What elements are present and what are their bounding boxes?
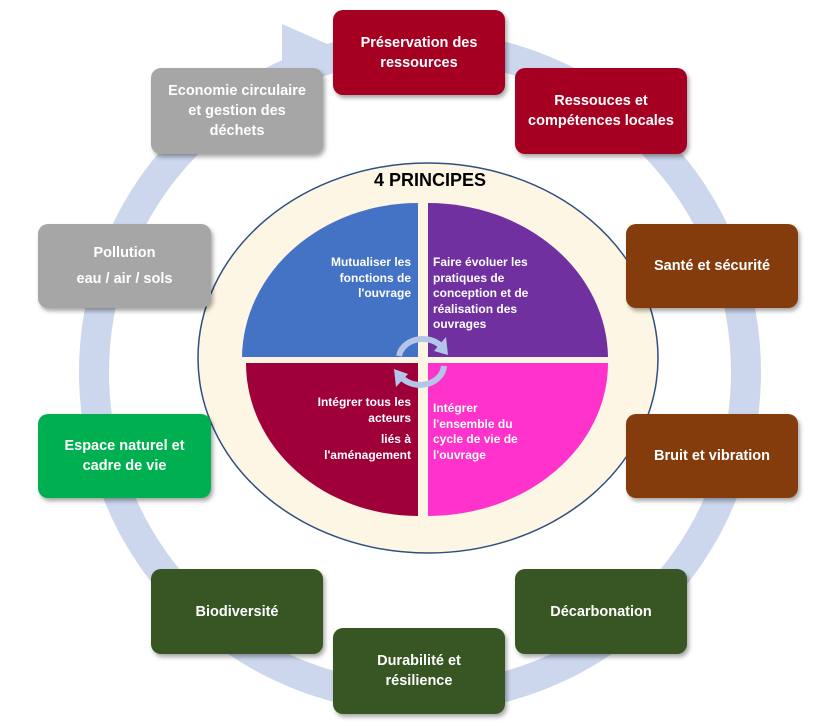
theme-bruit-line-1: Bruit et vibration — [653, 448, 770, 464]
theme-economie-line-1: Economie circulaire — [168, 83, 306, 99]
theme-economie-line-2: et gestion des — [188, 103, 286, 119]
principle-integrer-cycle-line-2: l'ensemble du — [433, 416, 513, 431]
quadrant-faire-evoluer — [428, 203, 608, 357]
center-arrowhead-bottom — [394, 369, 408, 387]
principle-integrer-cycle-line-4: l'ouvrage — [433, 447, 486, 462]
quadrant-integrer-acteurs — [246, 363, 418, 516]
theme-biodiversite-line-1: Biodiversité — [195, 603, 279, 620]
theme-espace-naturel: Espace naturel et cadre de vie — [38, 414, 211, 498]
theme-pollution-line-1: Pollution — [93, 245, 156, 261]
principle-faire-evoluer-line-3: conception et de — [433, 286, 529, 300]
theme-espace-line-1: Espace naturel et — [64, 438, 185, 454]
theme-economie-line-3: déchets — [209, 123, 265, 139]
principle-integrer-cycle-line-1: Intégrer — [433, 401, 478, 415]
theme-bruit-vibration: Bruit et vibration — [626, 414, 798, 498]
cycle-arrow-head-icon — [282, 24, 334, 70]
principle-mutualiser-text: Mutualiser les fonctions de l'ouvrage — [300, 255, 411, 302]
quadrant-integrer-cycle — [428, 363, 608, 516]
principle-mutualiser-line-3: l'ouvrage — [358, 286, 411, 300]
theme-durabilite-resilience: Durabilité et résilience — [333, 628, 505, 714]
theme-biodiversite: Biodiversité — [151, 569, 323, 654]
center-arrow-top — [396, 335, 444, 357]
theme-decarbonation: Décarbonation — [515, 569, 687, 654]
center-arrow-bottom — [399, 365, 447, 388]
theme-decarbonation-line-1: Décarbonation — [550, 603, 652, 620]
theme-pollution-line-2: eau / air / sols — [76, 271, 173, 287]
principle-integrer-acteurs-line-3: liés à — [380, 432, 411, 446]
principle-faire-evoluer-line-2: pratiques de — [433, 270, 505, 285]
theme-espace-line-2: cadre de vie — [82, 458, 167, 474]
center-cycle-arrows-icon — [394, 335, 448, 388]
principle-faire-evoluer-line-4: réalisation des — [433, 301, 518, 316]
principle-integrer-acteurs-text: Intégrer tous les acteurs liés à l'aména… — [290, 395, 411, 463]
principle-integrer-acteurs-line-4: l'aménagement — [324, 447, 411, 462]
quadrant-mutualiser — [242, 203, 418, 357]
theme-preservation-line-1: Préservation des — [360, 34, 478, 51]
center-arrowhead-top — [434, 337, 448, 355]
principle-integrer-cycle-text: Intégrer l'ensemble du cycle de vie de l… — [433, 401, 553, 463]
theme-preservation-ressources: Préservation des ressources — [333, 10, 505, 95]
principle-integrer-acteurs-line-1: Intégrer tous les — [317, 395, 411, 409]
principles-title: 4 PRINCIPES — [373, 170, 487, 190]
principle-faire-evoluer-line-1: Faire évoluer les — [433, 255, 528, 269]
principle-integrer-cycle-line-3: cycle de vie de — [433, 432, 518, 446]
principle-mutualiser-line-1: Mutualiser les — [330, 255, 411, 269]
theme-pollution: Pollution eau / air / sols — [38, 224, 211, 308]
theme-sante-line-1: Santé et sécurité — [653, 258, 771, 274]
theme-preservation-line-2: ressources — [380, 54, 458, 71]
principle-integrer-acteurs-line-2: acteurs — [368, 410, 411, 425]
theme-ressources-line-2: compétences locales — [528, 113, 674, 129]
principle-faire-evoluer-line-5: ouvrages — [433, 317, 487, 331]
theme-economie-circulaire: Economie circulaire et gestion des déche… — [151, 68, 323, 154]
theme-durabilite-line-2: résilience — [385, 673, 453, 689]
theme-ressources-competences: Ressouces et compétences locales — [515, 68, 687, 154]
theme-sante-securite: Santé et sécurité — [626, 224, 798, 308]
principle-mutualiser-line-2: fonctions de — [339, 270, 411, 285]
theme-durabilite-line-1: Durabilité et — [377, 653, 461, 669]
principle-faire-evoluer-text: Faire évoluer les pratiques de conceptio… — [433, 255, 573, 333]
theme-ressources-line-1: Ressouces et — [554, 93, 648, 109]
